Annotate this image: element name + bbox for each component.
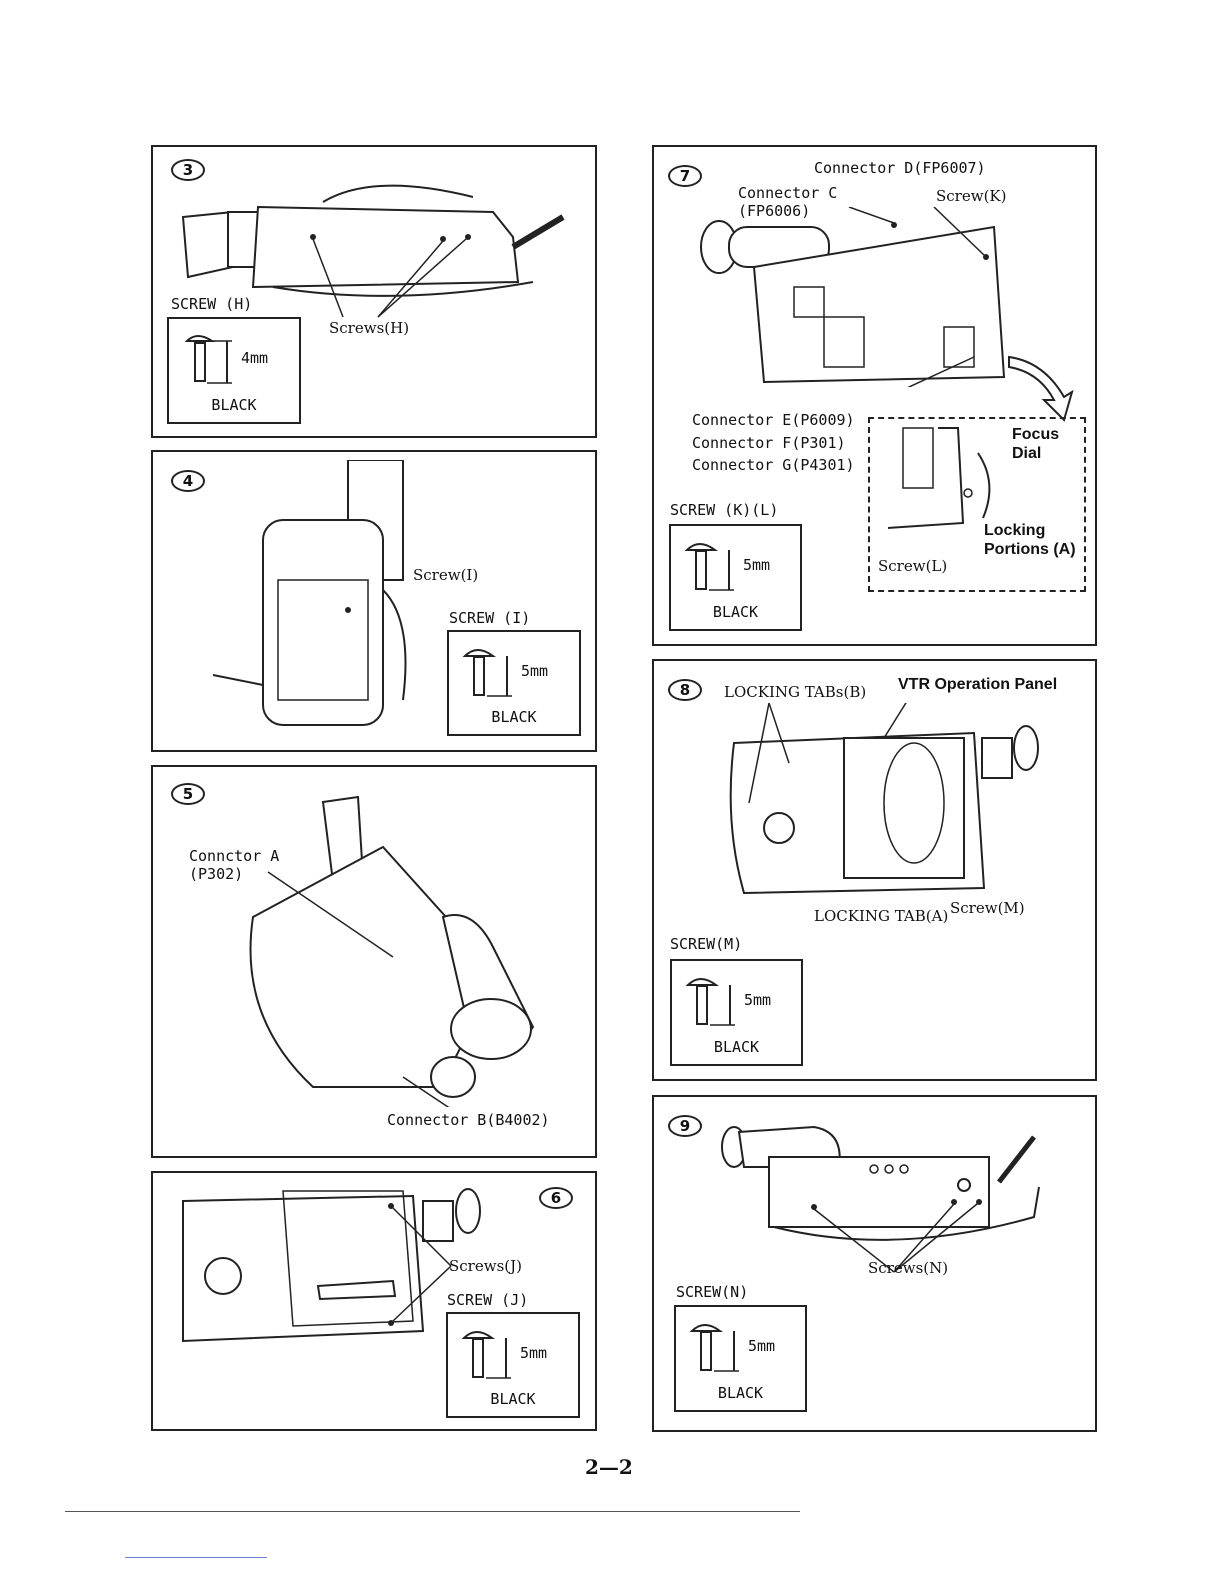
step-number-5: 5 [171,783,205,805]
screw-m-length: 5mm [744,991,772,1009]
screw-icon [684,543,734,591]
step-number-4: 4 [171,470,205,492]
step-number-6: 6 [539,1187,573,1209]
screw-i-spec-box: 5mm BLACK [447,630,581,736]
screw-l-callout: Screw(L) [878,557,948,575]
screw-i-callout: Screw(I) [413,566,479,584]
screw-n-spec-box: 5mm BLACK [674,1305,807,1412]
screw-kl-length: 5mm [743,556,771,574]
screw-k-callout: Screw(K) [936,187,1007,205]
step-number-7: 7 [668,165,702,187]
connector-f-label: Connector F(P301) [692,434,846,452]
step-number-8: 8 [668,679,702,701]
screw-icon [689,1324,739,1372]
screw-j-title: SCREW (J) [447,1291,529,1309]
vtr-operation-panel-label: VTR Operation Panel [898,676,1058,693]
camcorder-rear-drawing [212,460,407,726]
screw-h-color: BLACK [211,396,257,414]
panel-step-4: 4 Screw(I) SCREW (I) 5mm BLACK [151,450,597,752]
locking-portions-label: Locking Portions (A) [984,522,1076,559]
camcorder-open-drawing [249,795,535,1107]
connector-d-label: Connector D(FP6007) [814,159,986,177]
locking-tabs-b-label: LOCKING TABs(B) [724,683,867,701]
screw-m-title: SCREW(M) [670,935,743,953]
detail-arrow [1008,355,1074,422]
camcorder-internal-drawing [700,207,1006,387]
screw-j-color: BLACK [490,1390,536,1408]
screw-icon [685,978,735,1026]
panel-step-6: 6 Screws(J) SCREW (J) 5mm BLACK [151,1171,597,1431]
connector-c-label: Connector C (FP6006) [738,184,838,220]
screw-i-color: BLACK [491,708,537,726]
focus-dial-detail-box: Focus Dial Locking Portions (A) Screw(L) [868,417,1086,592]
connector-g-label: Connector G(P4301) [692,456,855,474]
screw-icon [462,649,512,697]
screw-n-color: BLACK [717,1384,764,1402]
screw-j-spec-box: 5mm BLACK [446,1312,580,1418]
screw-m-color: BLACK [713,1038,760,1056]
screw-i-title: SCREW (I) [449,609,531,627]
screw-h-title: SCREW (H) [171,295,253,313]
screws-j-callout: Screws(J) [449,1257,522,1275]
screw-icon [461,1331,511,1379]
step-number-9: 9 [668,1115,702,1137]
camcorder-side-drawing [181,184,565,318]
screw-kl-title: SCREW (K)(L) [670,501,779,519]
footer-link-rule [125,1557,267,1558]
screw-h-spec-box: 4mm BLACK [167,317,301,424]
screw-kl-spec-box: 5mm BLACK [669,524,802,631]
connector-b-label: Connector B(B4002) [387,1111,550,1129]
screw-j-length: 5mm [520,1344,548,1362]
footer-rule [65,1511,800,1512]
focus-dial-drawing [887,427,991,529]
screw-m-callout: Screw(M) [950,899,1025,917]
screw-h-length: 4mm [241,349,269,367]
panel-step-3: 3 SCREW (H) Screws(H) 4mm BLACK [151,145,597,438]
step-number-3: 3 [171,159,205,181]
screw-i-length: 5mm [521,662,549,680]
screw-kl-color: BLACK [712,603,759,621]
screws-h-callout: Screws(H) [329,319,410,337]
screw-icon [184,335,232,384]
camcorder-bottom-drawing [721,1125,1040,1273]
camcorder-vtr-drawing [729,703,1039,895]
focus-dial-label: Focus Dial [1012,426,1060,463]
panel-step-5: 5 Connctor A (P302) Connector B(B4002) [151,765,597,1158]
connector-e-label: Connector E(P6009) [692,411,855,429]
locking-tab-a-label: LOCKING TAB(A) [814,907,949,925]
panel-step-9: 9 Screws(N) SCREW(N) 5mm BLACK [652,1095,1097,1432]
screw-n-title: SCREW(N) [676,1283,749,1301]
screw-m-spec-box: 5mm BLACK [670,959,803,1066]
camcorder-top-drawing [182,1188,481,1343]
screw-n-length: 5mm [748,1337,776,1355]
panel-step-7: 7 Connector D(FP6007) Connector C (FP600… [652,145,1097,646]
connector-a-label: Connctor A (P302) [189,847,280,883]
screws-n-callout: Screws(N) [868,1259,949,1277]
page-number: 2—2 [585,1455,633,1479]
panel-step-8: 8 LOCKING TABs(B) VTR Operation Panel LO… [652,659,1097,1081]
